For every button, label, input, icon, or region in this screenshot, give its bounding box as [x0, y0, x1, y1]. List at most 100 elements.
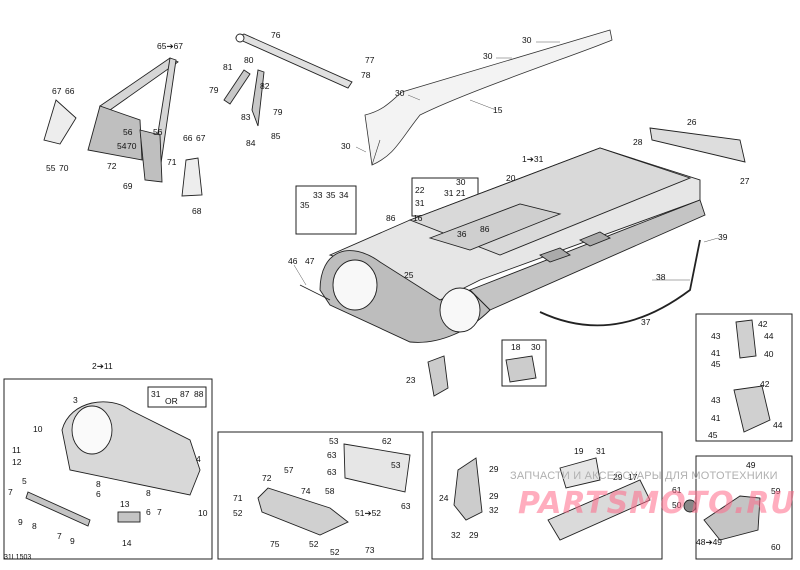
callout-16: 16 [413, 213, 423, 223]
side-support-assembly [453, 457, 651, 541]
callout-6: 6 [146, 507, 151, 517]
leader-lines [293, 41, 719, 286]
callout-44: 44 [764, 331, 774, 341]
callout-9: 9 [18, 517, 23, 527]
callout-66: 66 [65, 86, 75, 96]
callout-65-67: 65➔67 [157, 41, 184, 51]
inset-box-option [147, 386, 207, 408]
skid-plate-assembly [257, 443, 411, 536]
callout-71: 71 [233, 493, 243, 503]
callout-47: 47 [305, 256, 315, 266]
callout-53: 53 [329, 436, 339, 446]
callout-7: 7 [57, 531, 62, 541]
callout-62: 62 [382, 436, 392, 446]
callout-17: 17 [628, 472, 638, 482]
callout-43: 43 [711, 331, 721, 341]
callout-15: 15 [493, 105, 503, 115]
callout-67: 67 [52, 86, 62, 96]
callout-73: 73 [365, 545, 375, 555]
callout-61: 61 [672, 485, 682, 495]
callout-10: 10 [33, 424, 43, 434]
callout-22: 22 [415, 185, 425, 195]
inset-box-brackets [695, 313, 793, 442]
callout-6: 6 [96, 489, 101, 499]
mount-18 [505, 355, 537, 383]
callout-34: 34 [339, 190, 349, 200]
callout-45: 45 [711, 359, 721, 369]
callout-29: 29 [613, 472, 623, 482]
callout-63: 63 [401, 501, 411, 511]
inset-box-side-supports [431, 431, 663, 560]
callout-45: 45 [708, 430, 718, 440]
steering-arms [223, 69, 265, 127]
rear-bracket [649, 127, 746, 163]
callout-32: 32 [489, 505, 499, 515]
bumper-assembly [25, 401, 201, 527]
callout-7: 7 [157, 507, 162, 517]
callout-9: 9 [70, 536, 75, 546]
callout-30: 30 [341, 141, 351, 151]
callout-36: 36 [457, 229, 467, 239]
callout-66: 66 [183, 133, 193, 143]
callout-21: 21 [456, 188, 466, 198]
callout-31: 31 [596, 446, 606, 456]
callout-30: 30 [483, 51, 493, 61]
callout-31: 31 [151, 389, 161, 399]
callout-83: 83 [241, 112, 251, 122]
callout-29: 29 [489, 491, 499, 501]
callout-52: 52 [309, 539, 319, 549]
callout-38: 38 [656, 272, 666, 282]
callout-82: 82 [260, 81, 270, 91]
callout-76: 76 [271, 30, 281, 40]
callout-46: 46 [288, 256, 298, 266]
callout-14: 14 [122, 538, 132, 548]
callout-12: 12 [12, 457, 22, 467]
callout-68: 68 [192, 206, 202, 216]
callout-41: 41 [711, 348, 721, 358]
steering-column [234, 33, 353, 89]
callout-40: 40 [764, 349, 774, 359]
callout-or: OR [165, 396, 178, 406]
callout-50: 50 [672, 500, 682, 510]
callout-19: 19 [574, 446, 584, 456]
callout-37: 37 [641, 317, 651, 327]
callout-8: 8 [32, 521, 37, 531]
mount-23 [427, 355, 449, 397]
callout-84: 84 [246, 138, 256, 148]
inset-box-skid-plate [217, 431, 424, 560]
callout-3: 3 [73, 395, 78, 405]
bracket-assembly [733, 319, 771, 433]
callout-58: 58 [325, 486, 335, 496]
callout-2-11: 2➔11 [92, 361, 113, 371]
inset-box-mount-18 [501, 339, 547, 387]
callout-51-52: 51➔52 [355, 508, 382, 518]
callout-79: 79 [209, 85, 219, 95]
callout-78: 78 [361, 70, 371, 80]
diagram-code: 31L1503 [4, 554, 32, 561]
callout-24: 24 [439, 493, 449, 503]
inset-box-bumper [3, 378, 213, 560]
callout-52: 52 [330, 547, 340, 557]
watermark-caption: ЗАПЧАСТИ И АКСЕССУАРЫ ДЛЯ МОТОТЕХНИКИ [510, 470, 778, 482]
callout-8: 8 [146, 488, 151, 498]
callout-20: 20 [506, 173, 516, 183]
callout-11: 11 [12, 445, 21, 455]
callout-86: 86 [480, 224, 490, 234]
callout-48-49: 48➔49 [696, 537, 723, 547]
callout-30: 30 [522, 35, 532, 45]
callout-75: 75 [270, 539, 280, 549]
callout-55: 55 [46, 163, 56, 173]
callout-59: 59 [771, 486, 781, 496]
callout-85: 85 [271, 131, 281, 141]
callout-71: 71 [167, 157, 177, 167]
callout-88: 88 [194, 389, 204, 399]
callout-57: 57 [284, 465, 294, 475]
callout-31: 31 [444, 188, 454, 198]
callout-86: 86 [386, 213, 396, 223]
callout-29: 29 [469, 530, 479, 540]
callout-54: 54 [117, 141, 127, 151]
callout-41: 41 [711, 413, 721, 423]
callout-30: 30 [456, 177, 466, 187]
callout-1-31: 1➔31 [522, 154, 544, 164]
